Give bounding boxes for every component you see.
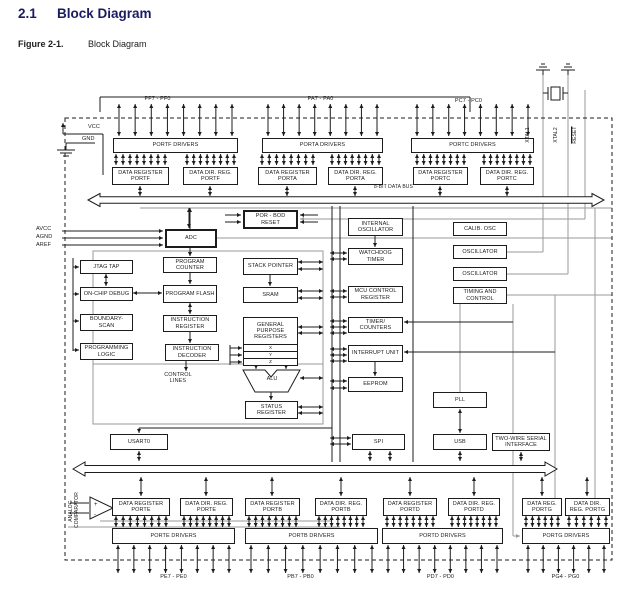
reset-label: RESET: [572, 126, 578, 144]
block-program-flash: PROGRAM FLASH: [163, 285, 217, 303]
pin-label-pa: PA7 - PA0: [307, 96, 334, 102]
pin-label-pg: PG4 - PG0: [551, 574, 580, 580]
block-on-chip-debug: ON-CHIP DEBUG: [80, 287, 133, 301]
pin-label-pd: PD7 - PD0: [426, 574, 455, 580]
svg-text:+: +: [94, 502, 98, 508]
block-watchdog-timer: WATCHDOG TIMER: [348, 248, 403, 265]
block-portc-drivers: PORTC DRIVERS: [411, 138, 534, 153]
block-data-dir-portg: DATA DIR. REG. PORTG: [565, 498, 610, 516]
block-data-reg-portg: DATA REG. PORTG: [522, 498, 562, 516]
block-internal-oscillator: INTERNAL OSCILLATOR: [348, 218, 403, 236]
block-sram: SRAM: [243, 287, 298, 303]
block-data-dir-portc: DATA DIR. REG. PORTC: [480, 167, 534, 185]
gpr-xyz-rows: X Y Z: [243, 345, 298, 366]
block-instruction-decoder: INSTRUCTION DECODER: [165, 344, 219, 361]
block-oscillator-1: OSCILLATOR: [453, 245, 507, 259]
block-data-reg-portb: DATA REGISTER PORTB: [245, 498, 300, 516]
block-data-dir-porta: DATA DIR. REG. PORTA: [328, 167, 383, 185]
block-programming-logic: PROGRAMMING LOGIC: [80, 343, 133, 360]
block-stack-pointer: STACK POINTER: [243, 258, 298, 275]
block-calib-osc: CALIB. OSC: [453, 222, 507, 236]
block-usart0: USART0: [110, 434, 168, 450]
pin-label-pf: PF7 - PF0: [144, 96, 171, 102]
block-data-reg-porta: DATA REGISTER PORTA: [258, 167, 317, 185]
avcc-label: AVCC: [36, 226, 52, 232]
vcc-label: VCC: [88, 124, 100, 130]
aref-label: AREF: [36, 242, 52, 248]
figure-title: Block Diagram: [88, 39, 147, 49]
block-data-dir-porte: DATA DIR. REG. PORTE: [180, 498, 233, 516]
block-spi: SPI: [352, 434, 405, 450]
block-data-dir-portd: DATA DIR. REG. PORTD: [448, 498, 500, 516]
block-interrupt-unit: INTERRUPT UNIT: [348, 345, 403, 362]
block-portg-drivers: PORTG DRIVERS: [522, 528, 610, 544]
xtal1-label: XTAL1: [525, 127, 531, 143]
block-eeprom: EEPROM: [348, 377, 403, 392]
block-boundary-scan: BOUNDARY- SCAN: [80, 314, 133, 331]
pin-label-pe: PE7 - PE0: [160, 574, 187, 580]
block-porte-drivers: PORTE DRIVERS: [112, 528, 235, 544]
pin-label-pc: PC7 - PC0: [454, 98, 483, 104]
gpr-row-x: X: [243, 345, 298, 352]
block-instruction-register: INSTRUCTION REGISTER: [163, 315, 217, 332]
block-porta-drivers: PORTA DRIVERS: [262, 138, 383, 153]
svg-text:-: -: [94, 512, 96, 518]
block-data-dir-portf: DATA DIR. REG. PORTF: [183, 167, 238, 185]
block-general-purpose-registers: GENERAL PURPOSE REGISTERS: [243, 317, 298, 345]
block-program-counter: PROGRAM COUNTER: [163, 257, 217, 273]
section-number: 2.1: [18, 6, 37, 21]
block-pll: PLL: [433, 392, 487, 408]
agnd-label: AGND: [36, 234, 53, 240]
block-data-reg-portd: DATA REGISTER PORTD: [383, 498, 437, 516]
block-portb-drivers: PORTB DRIVERS: [245, 528, 378, 544]
block-adc: ADC: [165, 229, 217, 248]
analog-comparator-label: ANALOG COMPARATOR: [68, 491, 80, 528]
block-data-reg-portc: DATA REGISTER PORTC: [413, 167, 468, 185]
block-alu: ALU: [266, 376, 278, 382]
block-status-register: STATUS REGISTER: [245, 401, 298, 419]
block-timer-counters: TIMER/ COUNTERS: [348, 317, 403, 333]
block-mcu-control-register: MCU CONTROL REGISTER: [348, 286, 403, 303]
block-portf-drivers: PORTF DRIVERS: [113, 138, 238, 153]
pin-label-pb: PB7 - PB0: [287, 574, 314, 580]
figure-label: Figure 2-1.: [18, 39, 64, 49]
block-data-dir-portb: DATA DIR. REG. PORTB: [315, 498, 367, 516]
block-jtag-tap: JTAG TAP: [80, 260, 133, 274]
block-por-bod-reset: POR - BOD RESET: [243, 210, 298, 229]
block-portd-drivers: PORTD DRIVERS: [382, 528, 503, 544]
control-lines-label: CONTROL LINES: [164, 372, 192, 385]
block-usb: USB: [433, 434, 487, 450]
gpr-row-y: Y: [243, 352, 298, 359]
xtal2-label: XTAL2: [553, 127, 559, 143]
data-bus-label: 8-BIT DATA BUS: [374, 184, 413, 190]
block-oscillator-2: OSCILLATOR: [453, 267, 507, 281]
block-data-reg-porte: DATA REGISTER PORTE: [112, 498, 170, 516]
block-timing-control: TIMING AND CONTROL: [453, 287, 507, 304]
gnd-label: GND: [82, 136, 95, 142]
block-data-reg-portf: DATA REGISTER PORTF: [112, 167, 169, 185]
block-two-wire-serial-interface: TWO-WIRE SERIAL INTERFACE: [492, 433, 550, 451]
page-title: Block Diagram: [57, 6, 152, 21]
gpr-row-z: Z: [243, 359, 298, 366]
